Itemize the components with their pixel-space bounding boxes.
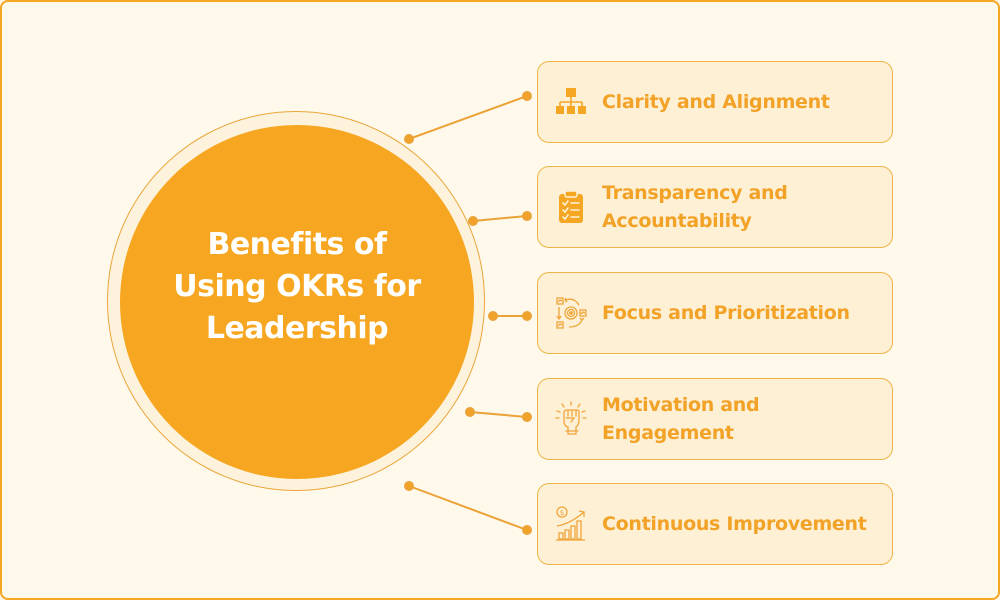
center-circle: Benefits of Using OKRs for Leadership [120,125,474,479]
benefit-label-line: Engagement [602,422,734,444]
growth-chart-icon: $ [553,506,589,542]
benefit-label: Transparency and Accountability [602,179,788,235]
target-cycle-icon [553,295,589,331]
benefit-label-line: Clarity and Alignment [602,91,830,113]
benefit-card-motivation-engagement: Motivation and Engagement [537,378,893,460]
benefit-card-continuous-improvement: $ Continuous Improvement [537,483,893,565]
benefit-label-line: Motivation and [602,394,760,416]
svg-text:$: $ [560,509,564,517]
benefit-card-focus-prioritization: Focus and Prioritization [537,272,893,354]
benefit-label: Clarity and Alignment [602,88,830,116]
raised-fist-icon [553,401,589,437]
clipboard-checklist-icon [553,189,589,225]
benefit-label-line: Continuous Improvement [602,513,867,535]
center-title-line-2: Using OKRs for [173,269,421,304]
org-chart-icon [553,84,589,120]
center-title-line-1: Benefits of [207,227,387,262]
benefit-label-line: Transparency and [602,182,788,204]
benefit-label: Focus and Prioritization [602,299,850,327]
benefit-label: Continuous Improvement [602,510,867,538]
center-title-line-3: Leadership [205,311,389,346]
benefit-card-transparency-accountability: Transparency and Accountability [537,166,893,248]
benefit-label: Motivation and Engagement [602,391,760,447]
center-title: Benefits of Using OKRs for Leadership [157,224,437,350]
benefit-card-clarity-alignment: Clarity and Alignment [537,61,893,143]
benefit-label-line: Focus and Prioritization [602,302,850,324]
benefit-label-line: Accountability [602,210,752,232]
